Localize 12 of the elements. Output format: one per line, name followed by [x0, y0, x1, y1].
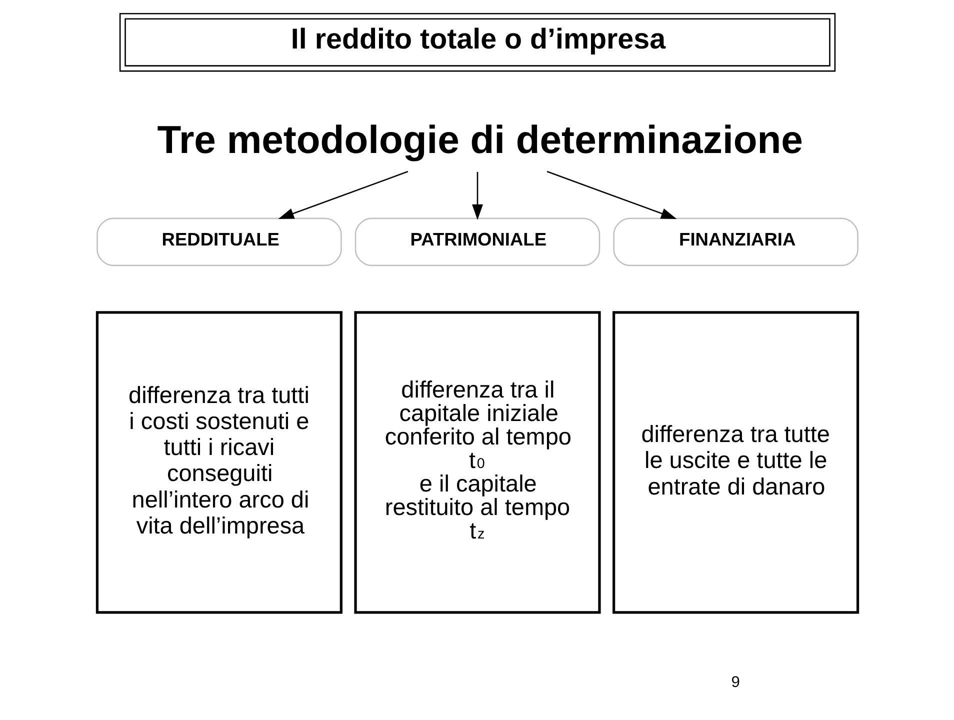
- node-box: FINANZIARIA: [612, 218, 858, 266]
- node-box: Il reddito totale o d’impresa: [118, 12, 836, 72]
- node-box: differenza tra tutti i costi sostenuti e tutti i ricavi conseguiti nell’intero arco di vita dell’impresa: [95, 311, 342, 614]
- label: 9: [730, 674, 740, 691]
- arrow: [472, 172, 482, 220]
- arrow: [546, 170, 676, 220]
- node-box: PATRIMONIALE: [354, 218, 600, 266]
- node-box: differenza tra tutte le uscite e tutte le entrate di danaro: [612, 311, 859, 614]
- node-box: differenza tra il capitale iniziale conferito al tempo t0 e il capitale restituito al tempo tz: [354, 311, 600, 614]
- arrow: [278, 170, 408, 220]
- node-box: REDDITUALE: [96, 218, 342, 266]
- node-text: Tre metodologie di determinazione: [156, 119, 802, 162]
